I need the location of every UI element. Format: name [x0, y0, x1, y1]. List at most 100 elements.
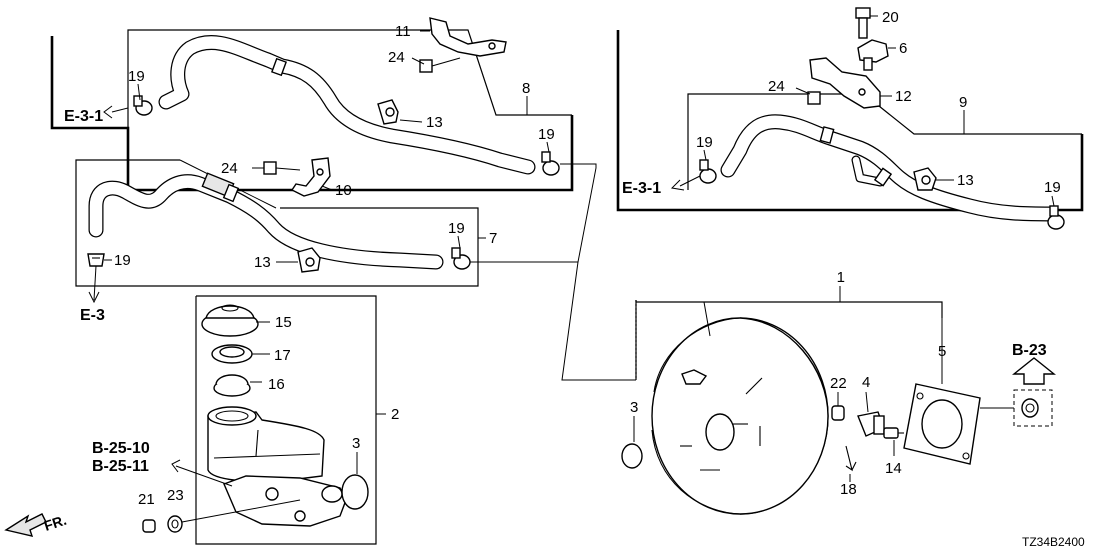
callout-15: 15 — [275, 314, 292, 331]
bolt-24-b — [263, 161, 301, 175]
hose-9-branch — [852, 156, 884, 186]
leader-10 — [321, 185, 333, 191]
ref-e31-left[interactable]: E-3-1 — [64, 108, 103, 125]
grommet-b23 — [1013, 389, 1053, 427]
nut-21 — [142, 519, 156, 533]
washer-23 — [167, 515, 183, 533]
o-ring-3-b — [621, 443, 643, 469]
hose-9 — [721, 115, 1057, 221]
clip-19-f — [1047, 205, 1065, 230]
hose-8-group — [50, 17, 574, 192]
hose-clamp-13-a — [377, 99, 399, 125]
connector-8-to-booster — [560, 163, 597, 263]
master-cylinder-body — [223, 475, 347, 527]
bracket-12 — [809, 57, 881, 109]
callout-24-c: 24 — [768, 78, 785, 95]
callout-2: 2 — [391, 406, 399, 423]
ref-b2511[interactable]: B-25-11 — [92, 458, 149, 475]
callout-13-c: 13 — [957, 172, 974, 189]
hose-7-group — [75, 157, 486, 304]
callout-19-b: 19 — [538, 126, 555, 143]
callout-3-b: 3 — [630, 399, 638, 416]
nut-22 — [831, 405, 845, 421]
callout-9: 9 — [959, 94, 967, 111]
callout-7: 7 — [489, 230, 497, 247]
clip-19-d — [451, 247, 471, 270]
callout-19-f: 19 — [1044, 179, 1061, 196]
callout-1: 1 — [837, 269, 845, 286]
b23-up-arrow — [1012, 357, 1056, 385]
bolt-24-a — [419, 57, 461, 73]
seal-17 — [211, 344, 253, 364]
front-label: FR. — [42, 512, 68, 534]
connector-7-to-booster — [470, 261, 636, 381]
bracket-10 — [290, 157, 331, 197]
leader-19b — [546, 141, 550, 153]
pin-14 — [883, 427, 904, 439]
diagram-code: TZ34B2400 — [1022, 535, 1085, 549]
leader-19f — [1051, 195, 1055, 207]
callout-16: 16 — [268, 376, 285, 393]
callout-labels: 1 2 3 3 4 5 6 7 8 9 10 11 12 13 13 13 14… — [114, 9, 1061, 508]
callout-12: 12 — [895, 88, 912, 105]
e31-right-arrow — [670, 175, 701, 191]
leader-13a — [399, 119, 423, 123]
callout-24-a: 24 — [388, 49, 405, 66]
callout-8: 8 — [522, 80, 530, 97]
clip-19-e — [699, 159, 717, 184]
hose-8 — [159, 36, 535, 174]
clip-19-b — [541, 151, 560, 176]
callout-13-b: 13 — [254, 254, 271, 271]
leader-24a — [411, 57, 425, 65]
gasket-5 — [903, 383, 981, 465]
hose-9-group — [616, 7, 1084, 230]
hose-7-band — [222, 183, 240, 203]
leader-19d — [457, 235, 461, 249]
reservoir-2 — [207, 406, 325, 483]
strainer-16 — [213, 374, 251, 397]
bracket-11 — [429, 17, 507, 57]
ref-b23[interactable]: B-23 — [1012, 342, 1047, 359]
ref-b2510[interactable]: B-25-10 — [92, 440, 150, 457]
leader-booster-top — [703, 301, 711, 337]
callout-17: 17 — [274, 347, 291, 364]
callout-10: 10 — [335, 182, 352, 199]
group-7-frame — [75, 159, 479, 287]
callout-13-a: 13 — [426, 114, 443, 131]
master-cylinder-group — [142, 295, 386, 545]
callout-19-d: 19 — [448, 220, 465, 237]
leader-4 — [865, 391, 869, 413]
callout-24-b: 24 — [221, 160, 238, 177]
callout-23: 23 — [167, 487, 184, 504]
hose-clamp-13-c — [913, 167, 937, 191]
ref-e31-right[interactable]: E-3-1 — [622, 180, 661, 197]
clip-19-c — [87, 253, 105, 267]
callout-14: 14 — [885, 460, 902, 477]
leader-19a — [137, 83, 141, 101]
callout-4: 4 — [862, 374, 870, 391]
group-9-bracket — [616, 30, 1084, 212]
o-ring-3-a — [341, 474, 369, 510]
leader-24c — [795, 87, 811, 95]
callout-11: 11 — [395, 23, 411, 40]
hose-7 — [89, 175, 443, 269]
leader-23-to-body — [181, 499, 301, 523]
leader-19e — [703, 149, 707, 161]
reference-labels: E-3-1 E-3-1 E-3 B-23 B-25-10 B-25-11 FR.… — [42, 108, 1085, 549]
group-8-frame — [127, 29, 572, 128]
e31-left-arrow — [103, 105, 129, 119]
callout-3-a: 3 — [352, 435, 360, 452]
brake-booster-group — [621, 286, 1056, 515]
group-8-bracket — [50, 36, 574, 192]
group-2-frame — [195, 295, 377, 545]
reservoir-cap-15 — [201, 304, 259, 337]
hose-8-band — [271, 57, 287, 77]
brake-booster-1 — [651, 317, 829, 515]
pin-18 — [845, 445, 857, 472]
hose-clamp-13-b — [297, 247, 321, 273]
callout-19-e: 19 — [696, 134, 713, 151]
bolt-20 — [855, 7, 871, 39]
ref-e3[interactable]: E-3 — [80, 307, 105, 324]
clevis-4 — [857, 411, 885, 437]
